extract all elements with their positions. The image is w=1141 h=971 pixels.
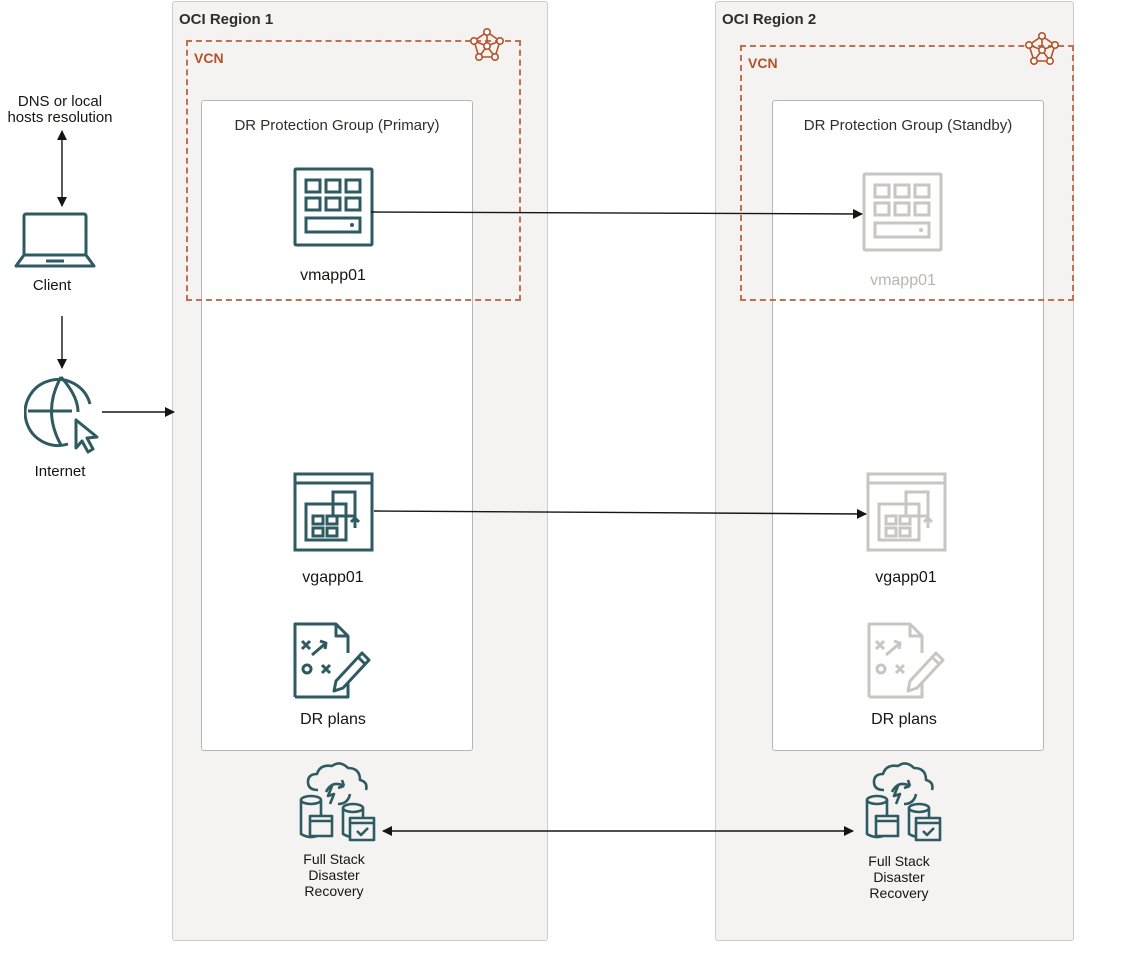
full-stack-dr-icon[interactable] [864,760,946,844]
internet-label: Internet [34,463,86,480]
vcn-region-1[interactable]: VCN [186,40,521,301]
region-2-title: OCI Region 2 [722,11,817,28]
vm-label-primary: vmapp01 [300,267,366,284]
client-label: Client [32,277,72,294]
vcn-label-region-1: VCN [194,50,224,66]
vg-label-primary: vgapp01 [302,569,364,586]
vcn-icon [469,28,504,61]
fsdr-label-primary: Full Stack Disaster Recovery [303,851,365,899]
compute-instance-icon[interactable] [293,167,374,247]
vg-label-standby: vgapp01 [875,569,937,586]
plans-label-standby: DR plans [871,711,937,728]
fsdr-label-standby: Full Stack Disaster Recovery [868,853,930,901]
vcn-icon [1024,32,1059,65]
dr-plan-icon[interactable] [292,621,374,699]
full-stack-dr-icon[interactable] [298,760,380,844]
dns-label: DNS or local hosts resolution [7,93,113,126]
plans-label-primary: DR plans [300,711,366,728]
standby-group-title: DR Protection Group (Standby) [803,117,1013,134]
volume-group-icon[interactable] [293,472,374,552]
globe-cursor-icon[interactable] [24,374,104,454]
primary-group-title: DR Protection Group (Primary) [234,117,440,134]
vcn-label-region-2: VCN [748,55,778,71]
region-1-title: OCI Region 1 [179,11,274,28]
vcn-region-2[interactable]: VCN [740,45,1074,301]
vm-label-standby: vmapp01 [870,272,936,289]
vg-replication-arrow [373,508,867,519]
volume-group-icon[interactable] [866,472,947,552]
dr-plan-icon[interactable] [866,621,948,699]
vm-replication-arrow [370,208,863,219]
compute-instance-icon[interactable] [862,172,943,252]
laptop-icon[interactable] [14,211,96,269]
